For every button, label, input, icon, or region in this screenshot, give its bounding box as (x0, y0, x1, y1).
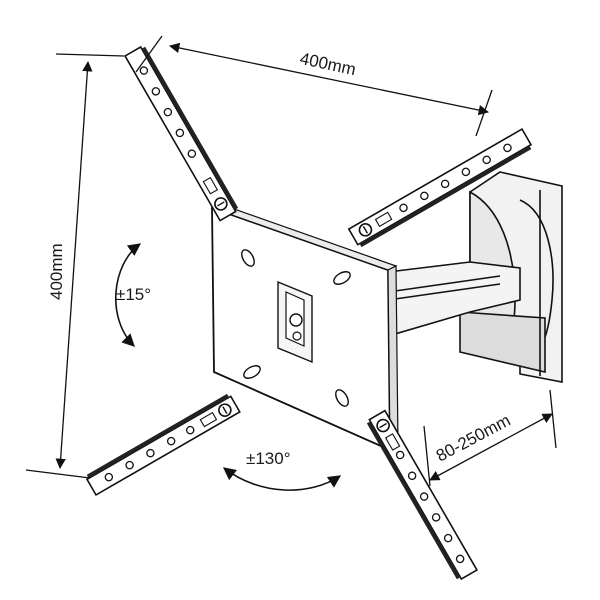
tilt-rotation-arrow (115, 243, 142, 347)
dimension-arm-extension (423, 389, 557, 487)
bracket-strip-bottom-left (85, 393, 241, 497)
dimension-left-label: 400mm (47, 243, 66, 300)
bracket-strip-top-left (123, 45, 239, 222)
dimension-top-width (135, 35, 493, 137)
mounting-plate (210, 203, 399, 452)
dimension-left-height (25, 53, 125, 479)
swivel-rotation-arrow (222, 467, 342, 491)
swivel-rotation-label: ±130° (246, 449, 291, 468)
bracket-strip-bottom-right (366, 409, 479, 581)
extension-arm (387, 261, 521, 338)
tilt-rotation-label: ±15° (116, 285, 151, 304)
bracket-strip-top-right (347, 127, 533, 248)
